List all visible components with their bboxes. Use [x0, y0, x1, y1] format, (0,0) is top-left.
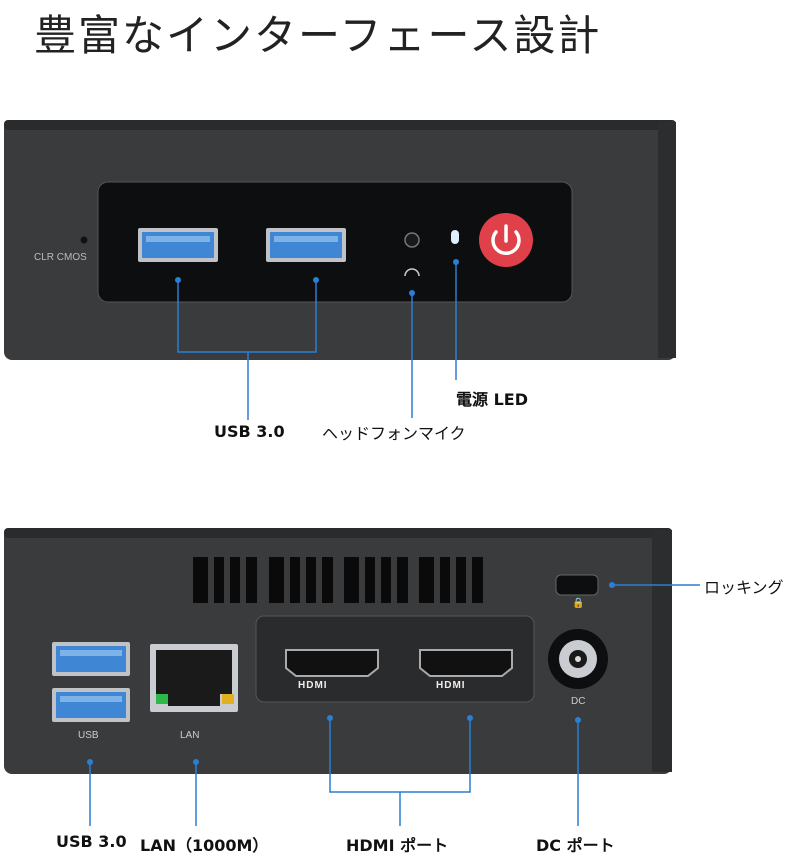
rear-usb-port-2 — [52, 688, 130, 722]
vents — [193, 557, 483, 603]
hdmi-port-2-text: HDMI — [436, 680, 466, 691]
hdmi-panel — [255, 615, 535, 703]
hdmi-port-1-text: HDMI — [298, 680, 328, 691]
clr-cmos-hole — [80, 236, 88, 244]
locking-label: ロッキング — [704, 578, 784, 597]
rear-dc-text: DC — [571, 696, 586, 707]
headphone-label: ヘッドフォンマイク — [322, 424, 466, 443]
lan-port — [150, 644, 238, 712]
lan-label: LAN（1000M） — [140, 836, 269, 855]
clr-cmos-label: CLR CMOS — [34, 252, 87, 263]
hdmi-port-1 — [285, 649, 379, 677]
lock-slot — [555, 574, 599, 596]
headphone-jack — [404, 232, 420, 248]
rear-callouts — [89, 584, 700, 826]
hdmi-port-2 — [419, 649, 513, 677]
rear-usb-label: USB 3.0 — [56, 832, 127, 851]
hdmi-label: HDMI ポート — [346, 836, 449, 855]
rear-lan-text: LAN — [180, 730, 200, 741]
dc-jack — [548, 629, 608, 689]
dc-label: DC ポート — [536, 836, 615, 855]
power-led — [451, 230, 459, 244]
power-led-label: 電源 LED — [456, 390, 528, 409]
lock-icon: 🔒 — [572, 598, 585, 609]
front-callouts — [177, 262, 457, 420]
page-title: 豊富なインターフェース設計 — [34, 11, 602, 60]
front-usb-port-2 — [266, 228, 346, 262]
rear-usb-text: USB — [78, 730, 99, 741]
front-usb-port-1 — [138, 228, 218, 262]
headphone-icon — [404, 268, 420, 277]
rear-usb-port-1 — [52, 642, 130, 676]
front-usb-label: USB 3.0 — [214, 422, 285, 441]
